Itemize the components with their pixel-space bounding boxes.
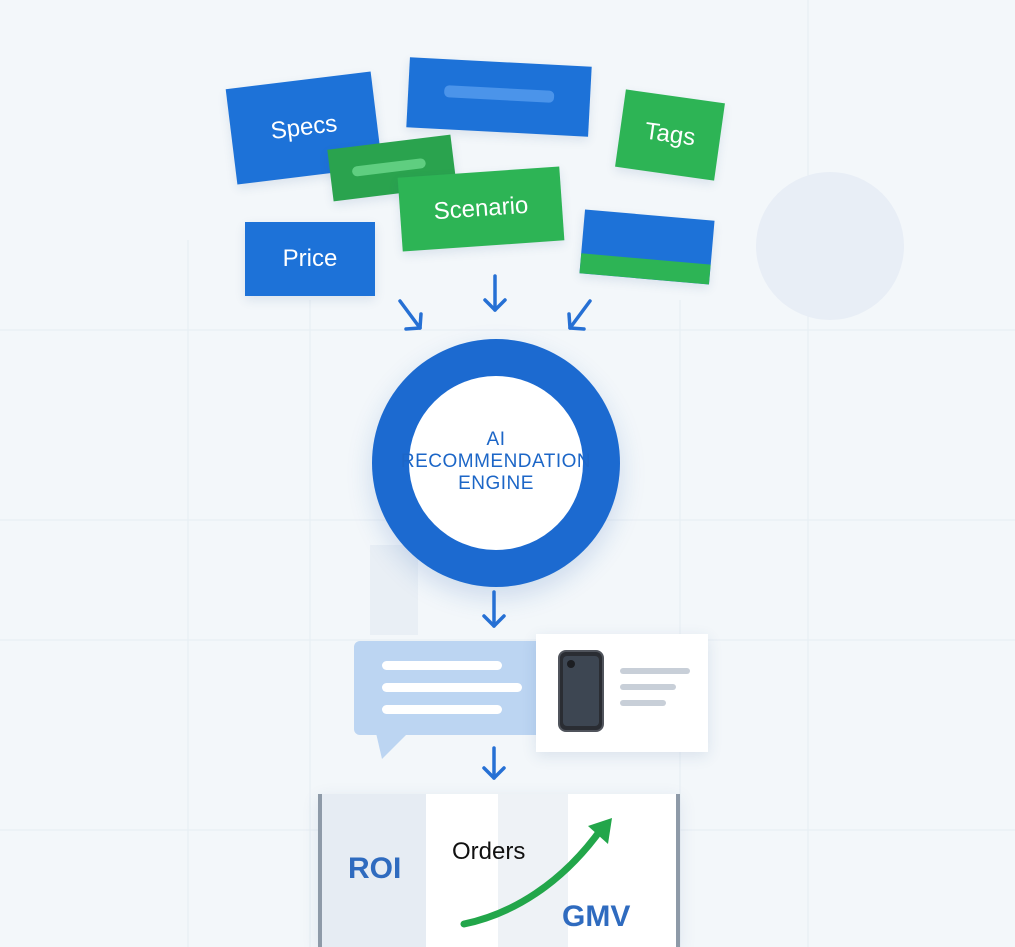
arrow-down-icon: [482, 746, 506, 780]
metrics-panel-right-fold: [498, 794, 568, 947]
input-label-specs: Specs: [269, 110, 339, 145]
input-card-price: Price: [245, 222, 375, 296]
input-card-tags: Tags: [615, 89, 725, 181]
metric-gmv: GMV: [562, 900, 631, 933]
decorative-circle: [756, 172, 904, 320]
arrow-center-icon: [483, 274, 507, 312]
chat-bubble: [354, 641, 554, 735]
growth-trend-arrow: [460, 818, 612, 928]
engine-title-line2: RECOMMENDATION: [400, 451, 592, 472]
arrow-left-icon: [398, 299, 423, 331]
arrow-right-icon: [567, 299, 592, 331]
product-detail-line: [620, 684, 676, 690]
input-label-price: Price: [282, 245, 338, 272]
product-detail-line: [620, 668, 690, 674]
product-detail-line: [620, 700, 666, 706]
background-block: [370, 545, 418, 635]
metric-roi: ROI: [348, 852, 402, 885]
arrow-down-icon: [482, 590, 506, 628]
metric-orders: Orders: [452, 838, 526, 865]
ai-engine-core: [409, 376, 583, 550]
message-line: [382, 683, 522, 692]
input-card-scenario: Scenario: [397, 166, 565, 252]
engine-title-line1: AI: [486, 429, 506, 450]
placeholder-bar: [351, 157, 427, 177]
metrics-panel-left-fold: [322, 794, 426, 947]
message-line: [382, 661, 502, 670]
input-card-blank-blue: [406, 57, 592, 137]
chat-bubble-tail: [376, 733, 408, 759]
engine-title-line3: ENGINE: [458, 473, 534, 494]
input-label-scenario: Scenario: [432, 191, 530, 226]
message-line: [382, 705, 502, 714]
green-stripe: [579, 253, 711, 285]
input-label-tags: Tags: [643, 117, 698, 152]
smartphone-icon: [558, 650, 604, 732]
input-card-blue-green: [579, 209, 715, 285]
placeholder-bar: [443, 85, 555, 103]
ai-engine-ring: AI RECOMMENDATION ENGINE: [372, 339, 620, 587]
metrics-panel: ROI Orders GMV: [318, 794, 680, 947]
product-card: [536, 634, 708, 752]
